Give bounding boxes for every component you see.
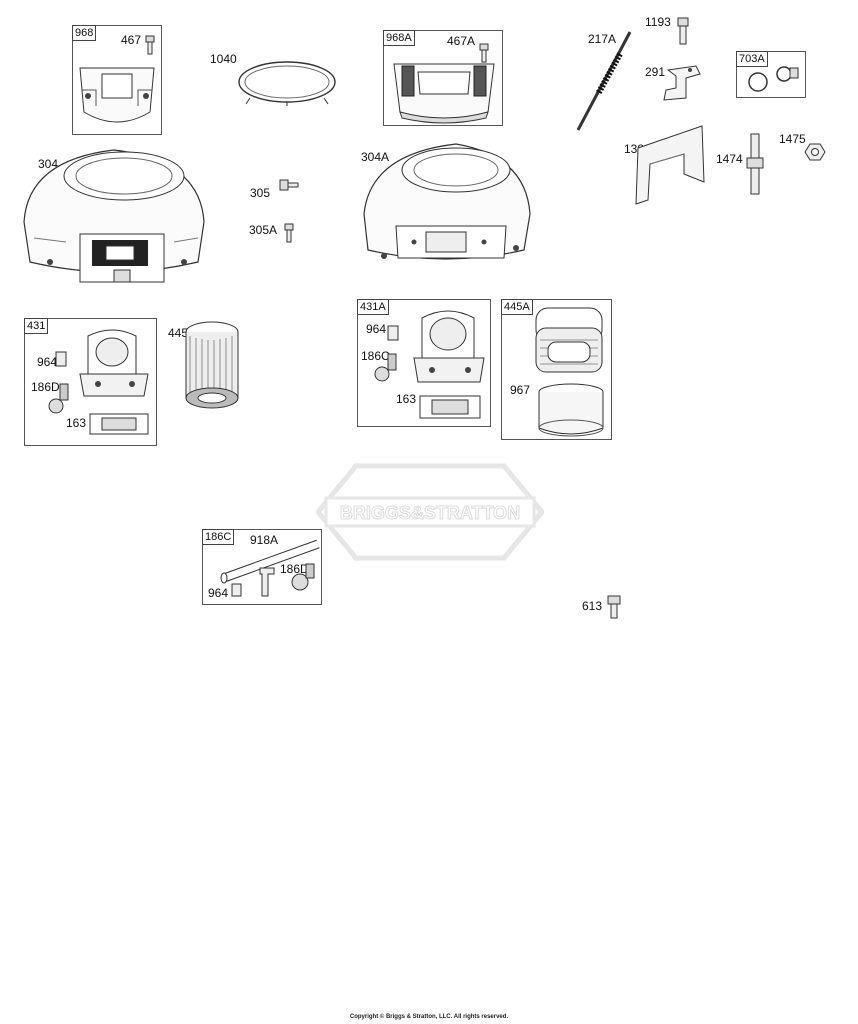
kit-label-186c[interactable]: 186C (202, 529, 235, 545)
part-label-964-a[interactable]: 964 (37, 355, 58, 369)
part-label-964-c[interactable]: 964 (208, 586, 229, 600)
part-label-163-b[interactable]: 163 (396, 392, 417, 406)
kit-box-703a (736, 51, 806, 98)
screw-467a-illustration (479, 43, 489, 63)
part-label-1474[interactable]: 1474 (716, 152, 743, 166)
kit-label-445a[interactable]: 445A (501, 299, 533, 315)
kit-box-186c (202, 529, 322, 605)
part-label-467a[interactable]: 467A (447, 34, 476, 48)
part-label-217a[interactable]: 217A (588, 32, 617, 46)
kit-box-968a (383, 30, 503, 126)
part-label-467[interactable]: 467 (121, 33, 142, 47)
part-label-304a[interactable]: 304A (361, 150, 390, 164)
part-label-1475[interactable]: 1475 (779, 132, 806, 146)
hardware-703a-illustration (748, 66, 799, 92)
kit-label-968[interactable]: 968 (72, 25, 97, 41)
blower-housing-304-illustration (23, 149, 205, 283)
pre-cleaner-967-illustration (538, 383, 604, 437)
watermark-text: BRIGGS&STRATTON (340, 503, 520, 523)
part-label-1040[interactable]: 1040 (210, 52, 237, 66)
kit-box-431 (24, 318, 157, 446)
part-label-967[interactable]: 967 (510, 383, 531, 397)
gasket-ring-1040-illustration (238, 61, 336, 106)
briggs-stratton-watermark-logo: BRIGGS&STRATTON (316, 463, 544, 561)
air-cleaner-431-illustration (48, 329, 149, 435)
bolt-613-illustration (607, 595, 621, 619)
air-filter-445-illustration (185, 321, 239, 409)
part-label-186c-b[interactable]: 186C (361, 349, 390, 363)
kit-label-431[interactable]: 431 (24, 318, 49, 334)
copyright-notice: Copyright © Briggs & Stratton, LLC. All … (349, 1014, 509, 1020)
blower-housing-304a-illustration (363, 143, 531, 260)
kit-box-968 (72, 25, 162, 135)
part-label-186d-a[interactable]: 186D (31, 380, 60, 394)
stud-1474-illustration (746, 133, 764, 195)
part-label-305a[interactable]: 305A (249, 223, 278, 237)
spring-rod-217a-illustration (576, 31, 632, 131)
bolt-1193-illustration (677, 17, 689, 45)
cover-968a-illustration (393, 63, 495, 124)
screw-467-illustration (145, 35, 155, 55)
part-label-186d-c[interactable]: 186D (280, 562, 309, 576)
kit-label-703a[interactable]: 703A (736, 51, 768, 67)
part-label-918a[interactable]: 918A (250, 533, 279, 547)
kit-label-968a[interactable]: 968A (383, 30, 415, 46)
part-label-291[interactable]: 291 (645, 65, 666, 79)
part-label-304[interactable]: 304 (38, 157, 59, 171)
part-label-964-b[interactable]: 964 (366, 322, 387, 336)
part-label-445[interactable]: 445 (168, 326, 189, 340)
part-label-1193[interactable]: 1193 (645, 15, 671, 29)
screw-305a-illustration (284, 223, 294, 243)
screw-305-illustration (279, 179, 299, 191)
baffle-1386-illustration (635, 125, 705, 205)
air-filter-445a-illustration (535, 307, 603, 373)
cover-plate-968-illustration (79, 67, 155, 123)
nut-1475-illustration (804, 143, 826, 161)
part-label-305[interactable]: 305 (250, 186, 271, 200)
kit-box-431a (357, 299, 491, 427)
part-label-613[interactable]: 613 (582, 599, 603, 613)
hose-918a-illustration (220, 539, 320, 597)
kit-box-445a (501, 299, 612, 440)
air-cleaner-431a-illustration (374, 310, 485, 419)
part-label-163-a[interactable]: 163 (66, 416, 87, 430)
kit-label-431a[interactable]: 431A (357, 299, 389, 315)
bracket-291-illustration (663, 65, 701, 101)
